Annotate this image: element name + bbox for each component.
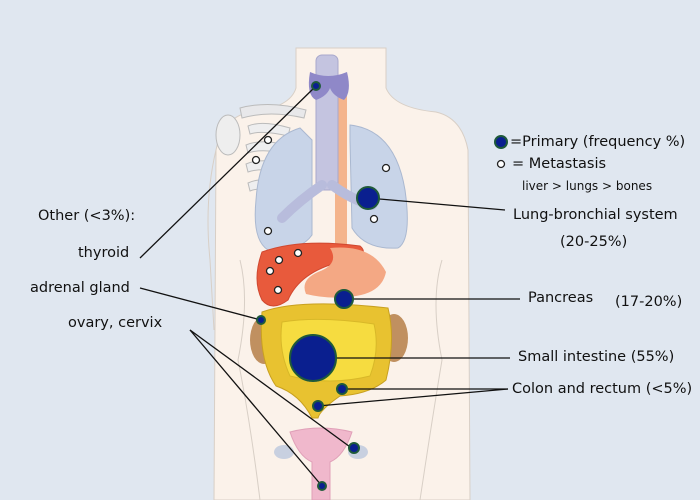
legend-metastasis-label: = Metastasis (512, 156, 607, 172)
label-colon-rectum: Colon and rectum (<5%) (512, 381, 693, 397)
label-small-intestine: Small intestine (55%) (518, 349, 675, 365)
leader-adrenal (139, 287, 262, 321)
label-lung-pct: (20-25%) (560, 234, 628, 250)
primary-marker-ovary (348, 442, 360, 454)
leader-lines (139, 85, 520, 487)
legend-primary-label: =Primary (frequency %) (510, 134, 686, 150)
leader-ovary-1 (189, 329, 358, 453)
waist-right (419, 259, 443, 500)
metastasis-marker (293, 248, 303, 258)
leader-lung (367, 197, 506, 211)
humerus-head (215, 114, 241, 156)
primary-marker-adrenal (256, 315, 266, 325)
primary-marker-thyroid (311, 81, 321, 91)
stomach (304, 247, 386, 298)
left-arm (207, 149, 217, 331)
primary-marker-colon (336, 383, 348, 395)
leader-colon-2 (317, 388, 509, 407)
metastasis-marker (369, 214, 379, 224)
label-thyroid: thyroid (78, 245, 130, 261)
label-adrenal-gland: adrenal gland (30, 280, 130, 296)
label-ovary-cervix: ovary, cervix (68, 315, 163, 331)
metastasis-marker (274, 255, 284, 265)
metastasis-marker (381, 163, 391, 173)
label-pancreas: Pancreas (528, 290, 594, 306)
leader-thyroid (139, 85, 317, 259)
primary-marker-small-intestine (289, 334, 337, 382)
primary-marker-pancreas (334, 289, 354, 309)
clavicle (239, 103, 307, 119)
ovary-left (274, 445, 294, 459)
metastasis-markers (251, 135, 391, 295)
leader-ovary-2 (189, 329, 323, 487)
metastasis-marker (263, 226, 273, 236)
legend-primary-icon (494, 135, 508, 149)
thyroid-gland (308, 72, 349, 100)
metastasis-marker (251, 155, 261, 165)
label-pancreas-pct: (17-20%) (615, 294, 683, 310)
metastasis-marker (273, 285, 283, 295)
primary-marker-cervix (317, 481, 327, 491)
metastasis-marker (263, 135, 273, 145)
primary-marker-lung (356, 186, 380, 210)
other-heading: Other (<3%): (38, 208, 136, 224)
primary-marker-rectum (312, 400, 324, 412)
primary-markers (256, 81, 380, 491)
legend-metastasis-order: liver > lungs > bones (522, 179, 653, 193)
waist-left (237, 259, 261, 500)
label-lung: Lung-bronchial system (513, 207, 678, 223)
metastasis-marker (265, 266, 275, 276)
legend-metastasis-icon (496, 159, 506, 169)
left-lung (349, 124, 408, 249)
